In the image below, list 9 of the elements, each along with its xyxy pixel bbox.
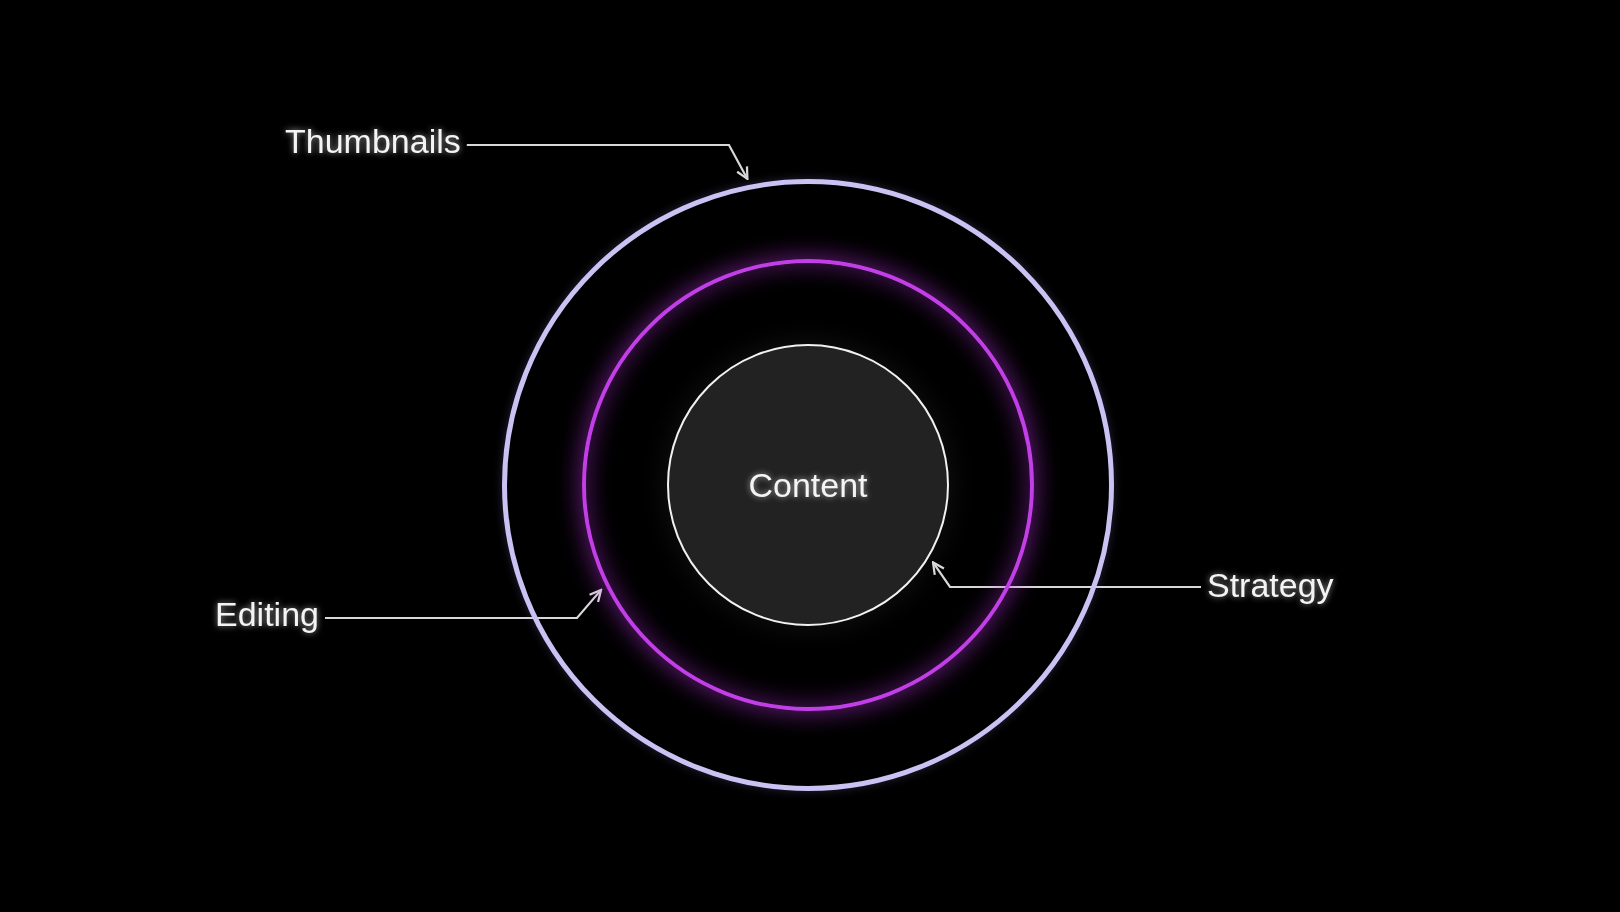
glowing-ring (582, 259, 1034, 711)
callout-label: Strategy (1207, 566, 1334, 605)
leader-arrow (466, 143, 749, 180)
outer-ring (502, 179, 1114, 791)
leader-arrow (931, 561, 1201, 589)
leader-arrow (325, 588, 603, 620)
circle-label: Content (748, 465, 868, 505)
callout-label: Editing (215, 595, 319, 634)
callout-label: Thumbnails (285, 122, 461, 161)
